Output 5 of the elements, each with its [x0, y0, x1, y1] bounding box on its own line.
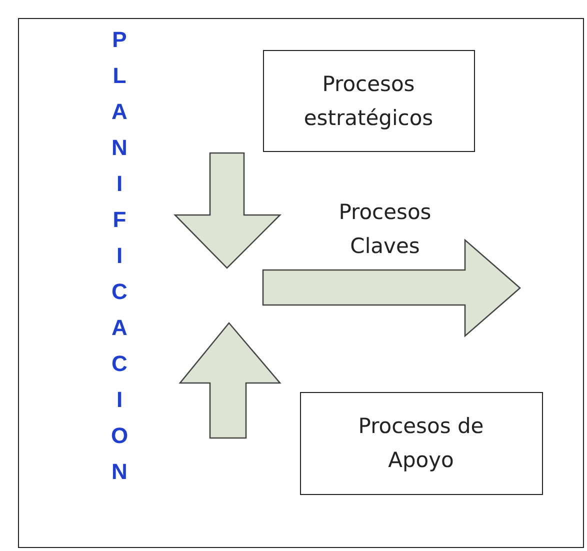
arrow-label: Procesos Claves — [338, 199, 432, 260]
vertical-heading: PLANIFICACION — [107, 27, 131, 495]
process-box: Procesos de Apoyo — [300, 392, 542, 494]
process-box: Procesos estratégicos — [262, 50, 474, 152]
frame-box — [18, 18, 584, 548]
